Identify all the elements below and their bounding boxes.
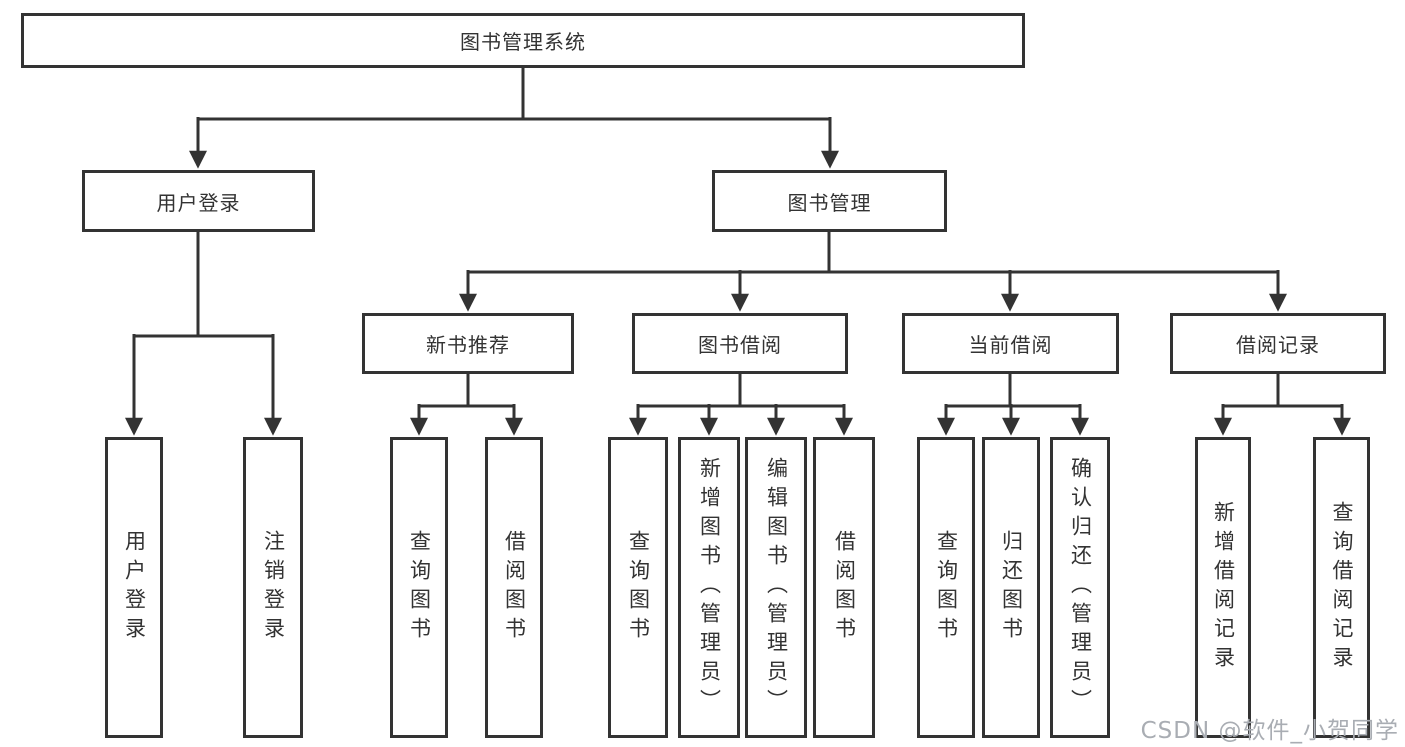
node-label: 图书管理 [787, 190, 872, 215]
node-user-login: 用户登录 [82, 170, 315, 232]
leaf-query-books-3: 查询图书 [917, 437, 975, 738]
leaf-edit-books-admin: 编辑图书（管理员） [745, 437, 807, 738]
node-label: 查询图书 [407, 529, 432, 646]
node-label: 新书推荐 [426, 333, 510, 357]
connector-borrow-records-to-leaves [1214, 374, 1351, 436]
node-label: 归还图书 [999, 529, 1024, 646]
node-label: 借阅记录 [1236, 333, 1320, 357]
connector-new-books-to-leaves [410, 374, 523, 436]
connector-book-mgmt-to-level3 [459, 232, 1287, 312]
node-label: 新增借阅记录 [1211, 500, 1236, 675]
node-label: 新增图书（管理员） [697, 457, 722, 718]
node-label: 借阅图书 [832, 529, 857, 646]
node-label: 查询图书 [934, 529, 959, 646]
node-label: 图书管理系统 [460, 30, 586, 54]
leaf-borrow-books-1: 借阅图书 [485, 437, 543, 738]
node-label: 查询图书 [626, 529, 651, 646]
leaf-add-borrow-record: 新增借阅记录 [1195, 437, 1251, 738]
leaf-return-books: 归还图书 [982, 437, 1040, 738]
node-label: 用户登录 [122, 529, 147, 646]
leaf-borrow-books-2: 借阅图书 [813, 437, 875, 738]
node-label: 当前借阅 [968, 333, 1053, 357]
node-label: 用户登录 [156, 190, 241, 215]
leaf-add-books-admin: 新增图书（管理员） [678, 437, 740, 738]
node-label: 注销登录 [261, 529, 286, 646]
node-label: 确认归还（管理员） [1068, 457, 1093, 718]
node-label: 图书借阅 [698, 333, 782, 357]
leaf-query-books-1: 查询图书 [390, 437, 448, 738]
connector-current-borrow-to-leaves [937, 374, 1089, 436]
leaf-logout: 注销登录 [243, 437, 303, 738]
node-current-borrowing: 当前借阅 [902, 313, 1119, 374]
node-new-book-recommend: 新书推荐 [362, 313, 574, 374]
node-borrowing-records: 借阅记录 [1170, 313, 1386, 374]
leaf-query-borrow-record: 查询借阅记录 [1313, 437, 1370, 738]
node-root-book-management-system: 图书管理系统 [21, 13, 1025, 68]
connector-root-to-level2 [189, 68, 839, 169]
node-label: 借阅图书 [502, 529, 527, 646]
leaf-query-books-2: 查询图书 [608, 437, 668, 738]
connector-book-borrow-to-leaves [629, 374, 853, 436]
node-book-borrowing: 图书借阅 [632, 313, 848, 374]
csdn-watermark: CSDN @软件_小贺同学 [1140, 718, 1399, 744]
node-label: 编辑图书（管理员） [764, 457, 789, 718]
leaf-confirm-return-admin: 确认归还（管理员） [1050, 437, 1110, 738]
connector-user-login-to-leaves [125, 232, 282, 436]
node-book-management: 图书管理 [712, 170, 947, 232]
leaf-user-login: 用户登录 [105, 437, 163, 738]
node-label: 查询借阅记录 [1330, 500, 1354, 675]
